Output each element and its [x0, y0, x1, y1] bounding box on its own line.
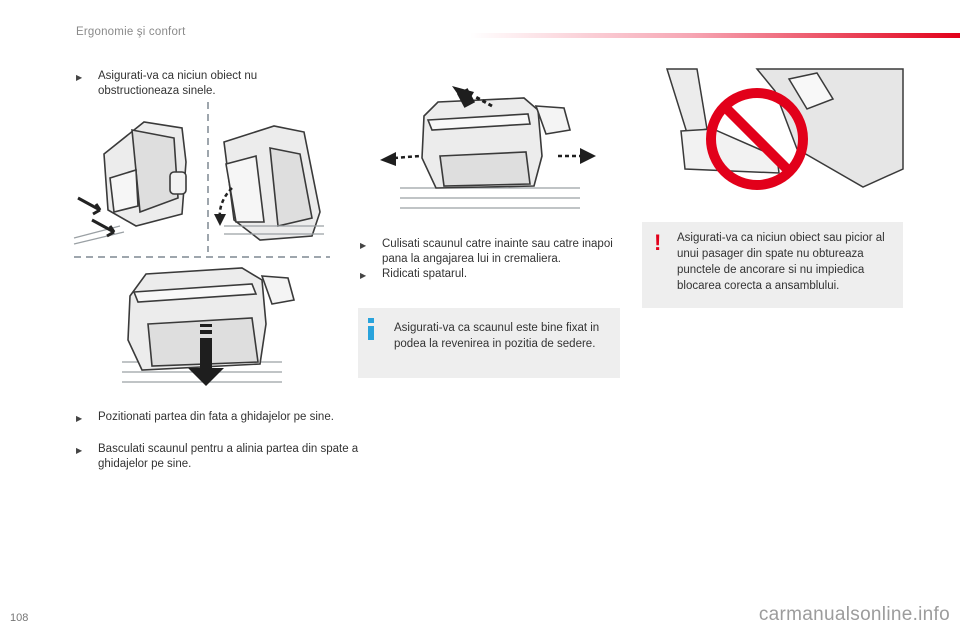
warning-note-box: ! Asigurati-va ca niciun obiect sau pici… — [642, 222, 903, 308]
bullet-tilt-seat: ▶ Basculati scaunul pentru a alinia part… — [76, 442, 360, 472]
info-note-box: Asigurati-va ca scaunul este bine fixat … — [358, 308, 620, 378]
bullet-text: Basculati scaunul pentru a alinia partea… — [98, 443, 359, 470]
bullet-text: Ridicati spatarul. — [382, 268, 468, 280]
header-accent-rule — [470, 33, 960, 38]
illustration-seat-folded — [73, 102, 330, 258]
bullet-text: Asigurati-va ca niciun obiect nu obstruc… — [98, 70, 258, 97]
bullet-marker-icon: ▶ — [76, 414, 83, 423]
bullet-text: Culisati scaunul catre inainte sau catre… — [382, 238, 613, 265]
bullet-raise-backrest: ▶ Ridicati spatarul. — [360, 267, 640, 282]
illustration-seat-sliding — [380, 86, 596, 209]
info-note-text: Asigurati-va ca scaunul este bine fixat … — [394, 322, 600, 350]
warning-note-text: Asigurati-va ca niciun obiect sau picior… — [677, 232, 885, 292]
info-icon — [368, 318, 374, 340]
bullet-slide-seat: ▶ Culisati scaunul catre inainte sau cat… — [360, 237, 640, 267]
illustration-no-obstruction — [657, 68, 904, 191]
bullet-marker-icon: ▶ — [76, 446, 83, 455]
bullet-position-front: ▶ Pozitionati partea din fata a ghidajel… — [76, 410, 360, 425]
warning-exclamation-icon: ! — [654, 230, 662, 255]
section-title: Ergonomie şi confort — [76, 26, 186, 38]
bullet-marker-icon: ▶ — [360, 241, 367, 250]
illustration-seat-lowered — [122, 267, 296, 386]
bullet-check-rails: ▶ Asigurati-va ca niciun obiect nu obstr… — [76, 69, 308, 99]
bullet-marker-icon: ▶ — [360, 271, 367, 280]
bullet-marker-icon: ▶ — [76, 73, 83, 82]
watermark: carmanualsonline.info — [758, 604, 950, 625]
bullet-text: Pozitionati partea din fata a ghidajelor… — [98, 411, 334, 423]
page-number: 108 — [10, 612, 29, 624]
